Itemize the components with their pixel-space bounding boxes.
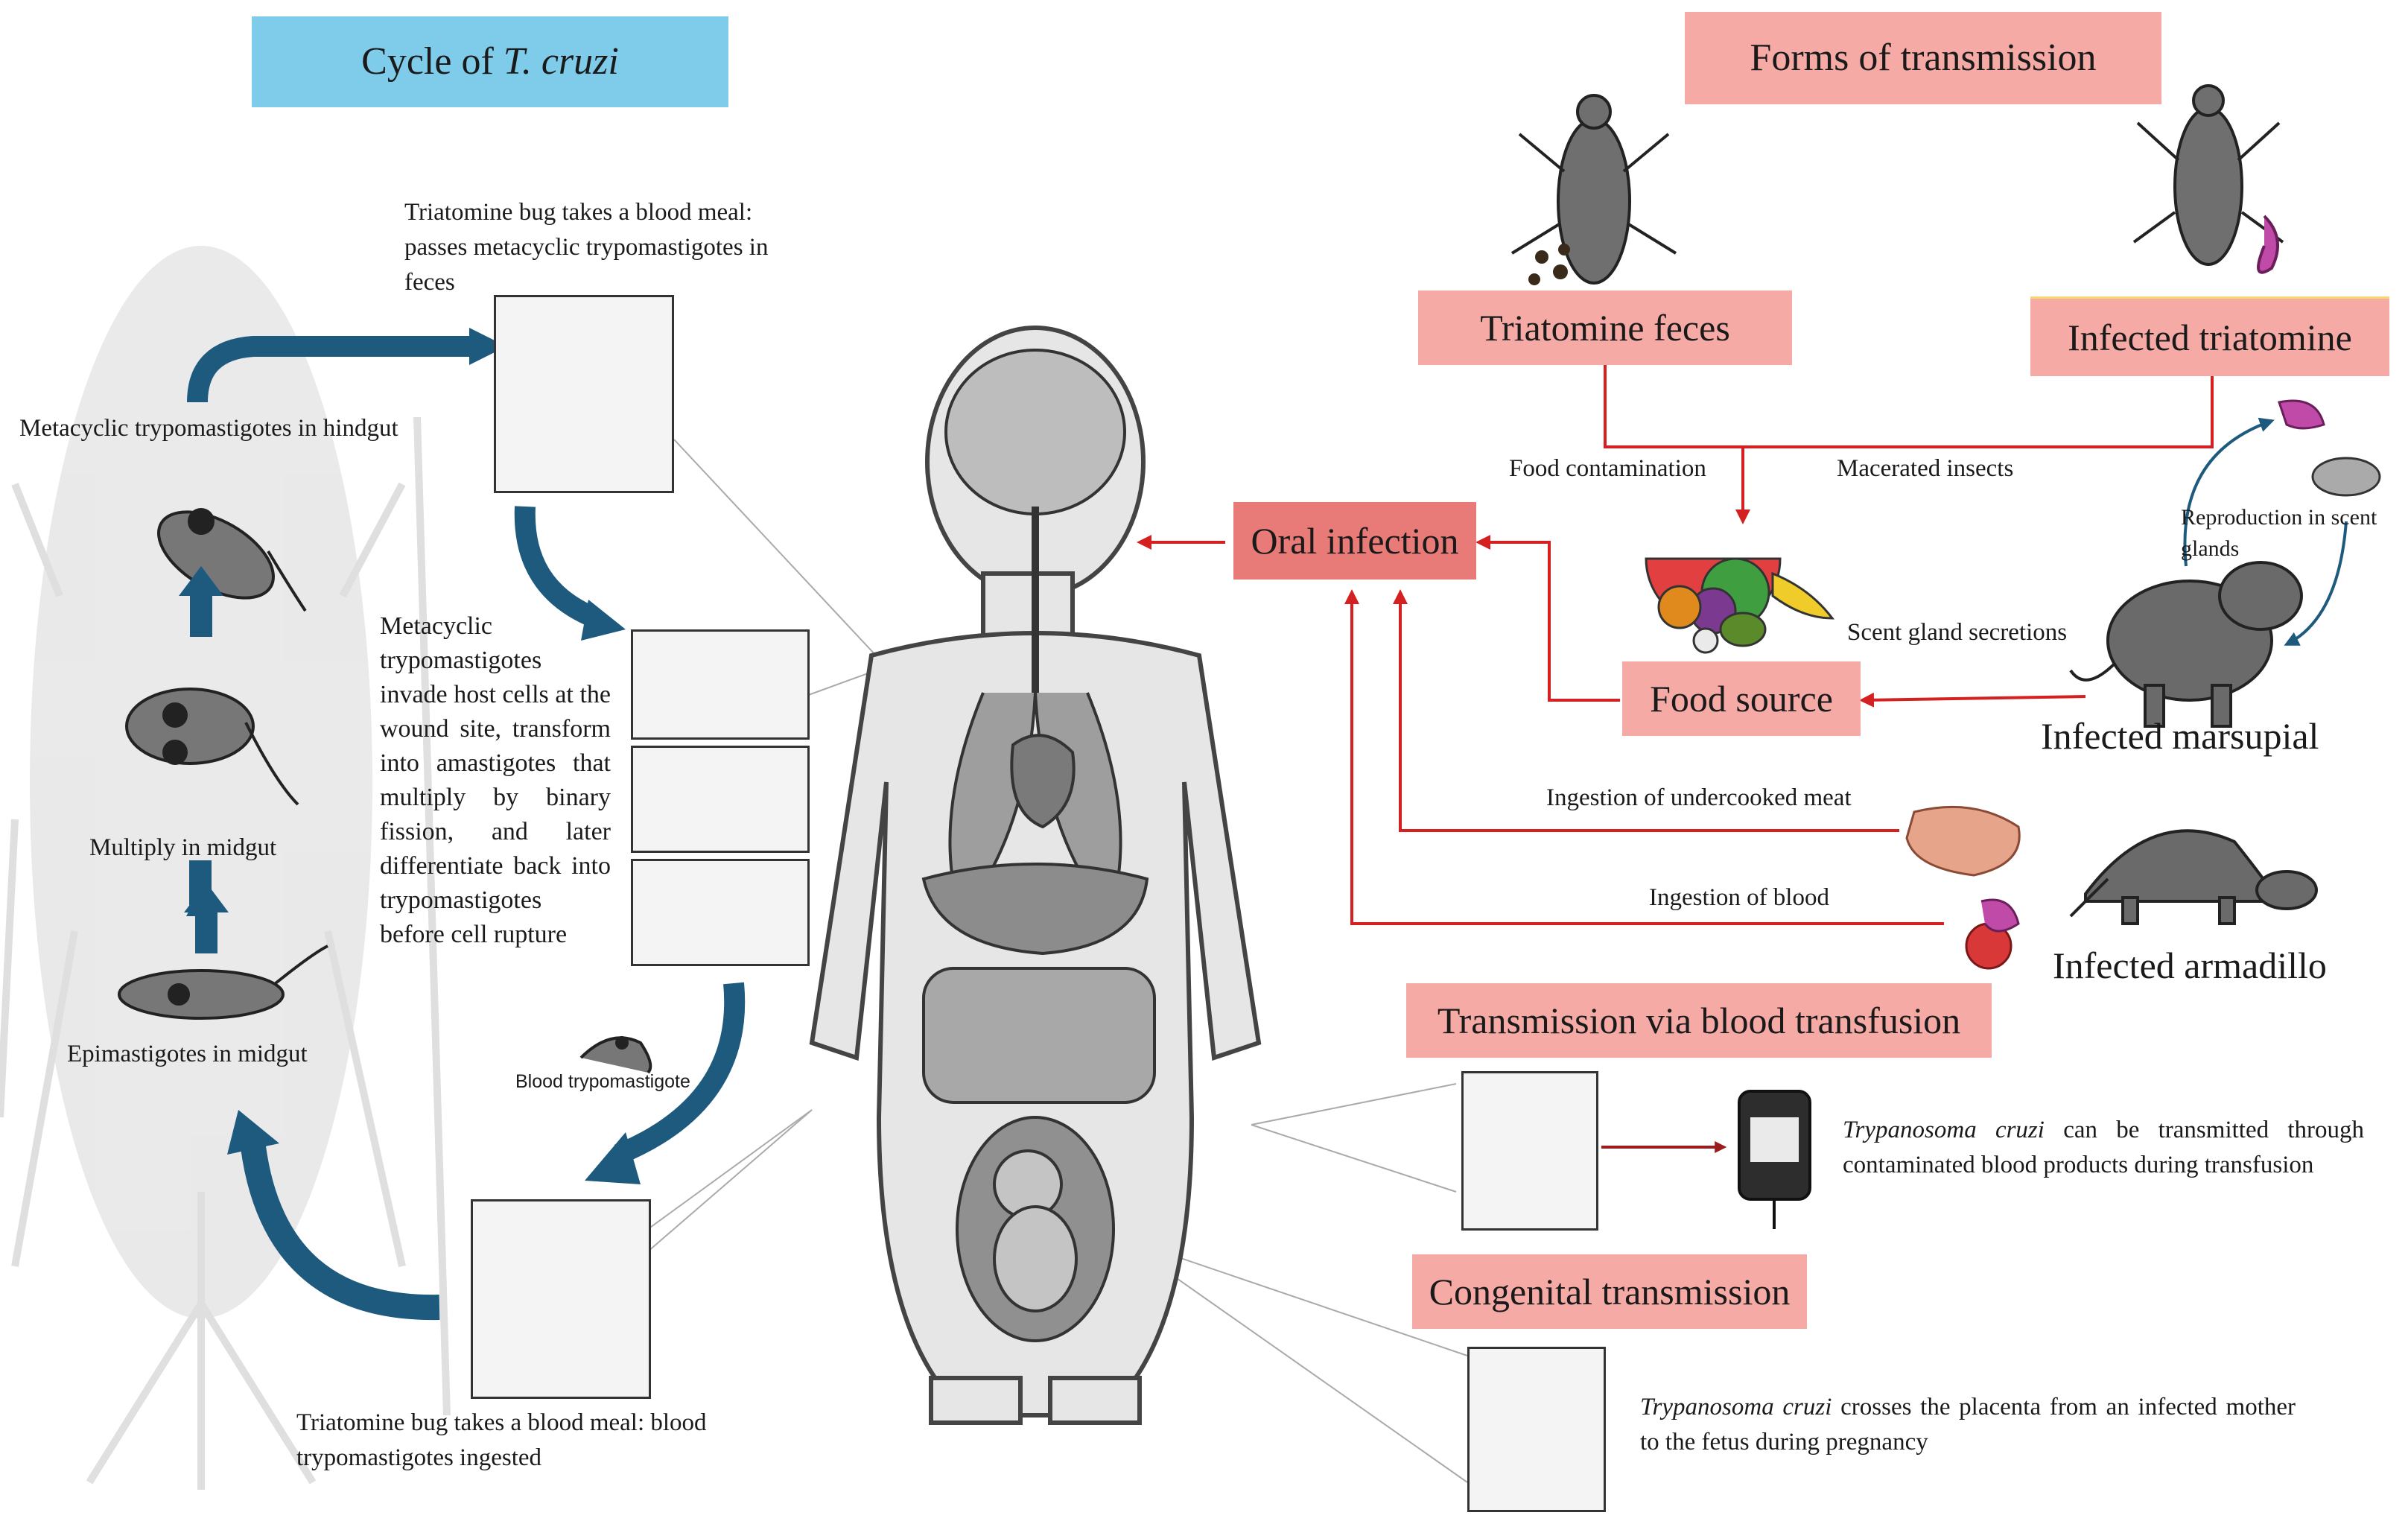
amastigote-cell-image xyxy=(631,746,810,853)
infected-armadillo-label: Infected armadillo xyxy=(2053,945,2327,986)
transmission-arrows xyxy=(1137,365,2214,925)
bug-blood-meal-image xyxy=(471,1199,651,1399)
armadillo-illustration-icon xyxy=(2069,829,2318,925)
placenta-image xyxy=(1467,1347,1606,1512)
ingestion-blood-label: Ingestion of blood xyxy=(1649,884,1829,911)
epimastigotes-label: Epimastigotes in midgut xyxy=(67,1041,308,1067)
triatomine-bug-icon xyxy=(1510,94,1677,285)
transfusion-species: Trypanosoma cruzi xyxy=(1843,1117,2045,1143)
blood-cell-icon xyxy=(1965,898,2020,970)
infected-triatomine-box: Infected triatomine xyxy=(2030,296,2389,376)
scent-gland-parasite-icon xyxy=(2278,399,2381,497)
undercooked-meat-label: Ingestion of undercooked meat xyxy=(1546,784,1852,811)
background-bug-illustration xyxy=(0,246,451,1490)
bite-feces-image xyxy=(494,295,674,493)
hindgut-label: Metacyclic trypomastigotes in hindgut xyxy=(19,415,398,442)
epimastigote-icon xyxy=(118,969,285,1020)
scent-gland-cycle-arrows xyxy=(2183,417,2348,646)
cycle-title: Cycle of T. cruzi xyxy=(252,16,728,107)
cell-rupture-image xyxy=(631,859,810,966)
transmission-title: Forms of transmission xyxy=(1685,12,2161,104)
cycle-title-prefix: Cycle of xyxy=(361,40,503,83)
blood-trypomastigote-icon xyxy=(579,1036,652,1074)
congenital-species: Trypanosoma cruzi xyxy=(1640,1394,1832,1420)
meat-icon xyxy=(1905,805,2021,877)
transfusion-description: Trypanosoma cruzi can be transmitted thr… xyxy=(1843,1113,2364,1183)
congenital-description: Trypanosoma cruzi crosses the placenta f… xyxy=(1640,1390,2296,1460)
trypanosome-stages xyxy=(118,508,328,1020)
blood-bag-icon xyxy=(1738,1090,1811,1229)
oral-infection-box: Oral infection xyxy=(1233,502,1476,580)
step-bottom-label: Triatomine bug takes a blood meal: blood… xyxy=(296,1409,707,1471)
congenital-text: crosses the placenta from an infected mo… xyxy=(1640,1394,2296,1455)
food-contamination-label: Food contamination xyxy=(1509,455,1706,482)
invade-label: Metacyclic trypomastigotes invade host c… xyxy=(380,612,611,948)
infected-marsupial-label: Infected marsupial xyxy=(2041,715,2319,757)
reproduction-label: Reproduction in scent glands xyxy=(2181,505,2377,561)
feces-dots-icon xyxy=(1528,244,1570,285)
trypomastigote-tissue-image xyxy=(631,629,810,740)
blood-transfusion-box: Transmission via blood transfusion xyxy=(1406,983,1992,1058)
midgut-trypanosome-icon xyxy=(125,688,255,765)
scent-gland-label: Scent gland secretions xyxy=(1847,619,2068,646)
internal-organs xyxy=(921,349,1156,1342)
cycle-arrows xyxy=(179,328,746,1321)
congenital-box: Congenital transmission xyxy=(1412,1254,1807,1329)
cycle-title-species: T. cruzi xyxy=(503,40,619,83)
marsupial-illustration-icon xyxy=(2069,561,2303,728)
macerated-insects-label: Macerated insects xyxy=(1837,455,2014,482)
food-source-box: Food source xyxy=(1622,661,1861,736)
transfusion-text: can be transmitted through contaminated … xyxy=(1843,1117,2364,1178)
food-fruits-icon xyxy=(1645,557,1835,654)
triatomine-feces-box: Triatomine feces xyxy=(1418,291,1792,365)
step-top-label: Triatomine bug takes a blood meal: passe… xyxy=(404,199,769,296)
needle-skin-image xyxy=(1461,1071,1598,1231)
infected-triatomine-bug-icon xyxy=(2132,84,2284,274)
blood-trypomastigote-label: Blood trypomastigote xyxy=(515,1071,690,1092)
midgut-multiply-label: Multiply in midgut xyxy=(89,834,277,861)
